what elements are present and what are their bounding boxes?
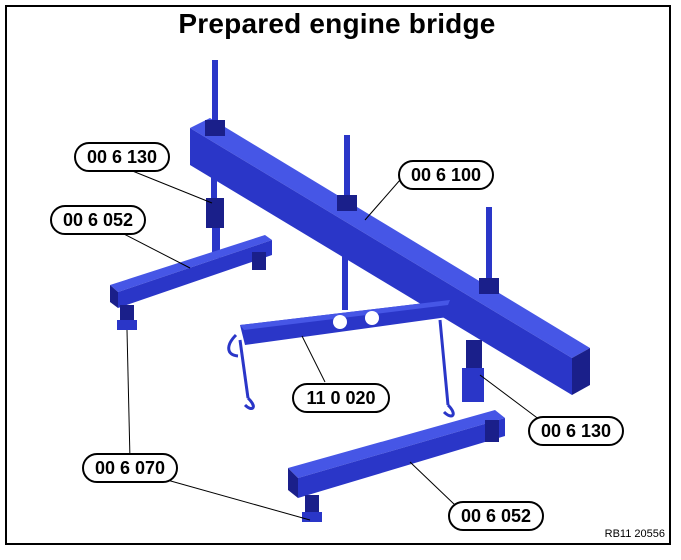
lower-right-hanger <box>462 340 484 402</box>
leader-lines <box>119 169 541 521</box>
callout-lower-right-052: 00 6 052 <box>448 501 544 531</box>
lower-right-leg <box>288 410 505 522</box>
callout-lower-left-070: 00 6 070 <box>82 453 178 483</box>
callout-beam-100: 00 6 100 <box>398 160 494 190</box>
diagram-title: Prepared engine bridge <box>178 8 496 39</box>
figure-reference-code: RB11 20556 <box>604 528 665 540</box>
callout-center-020: 11 0 020 <box>292 383 390 413</box>
callout-upper-left-052: 00 6 052 <box>50 205 146 235</box>
right-chain <box>438 319 455 418</box>
upper-left-hanger <box>206 150 224 258</box>
center-lifting-plate <box>240 250 455 345</box>
beam-spindles <box>205 60 499 294</box>
upper-left-leg <box>110 235 272 330</box>
callout-upper-left-130: 00 6 130 <box>74 142 170 172</box>
main-beam <box>190 118 590 395</box>
left-chain <box>227 333 255 410</box>
callout-lower-right-130: 00 6 130 <box>528 416 624 446</box>
